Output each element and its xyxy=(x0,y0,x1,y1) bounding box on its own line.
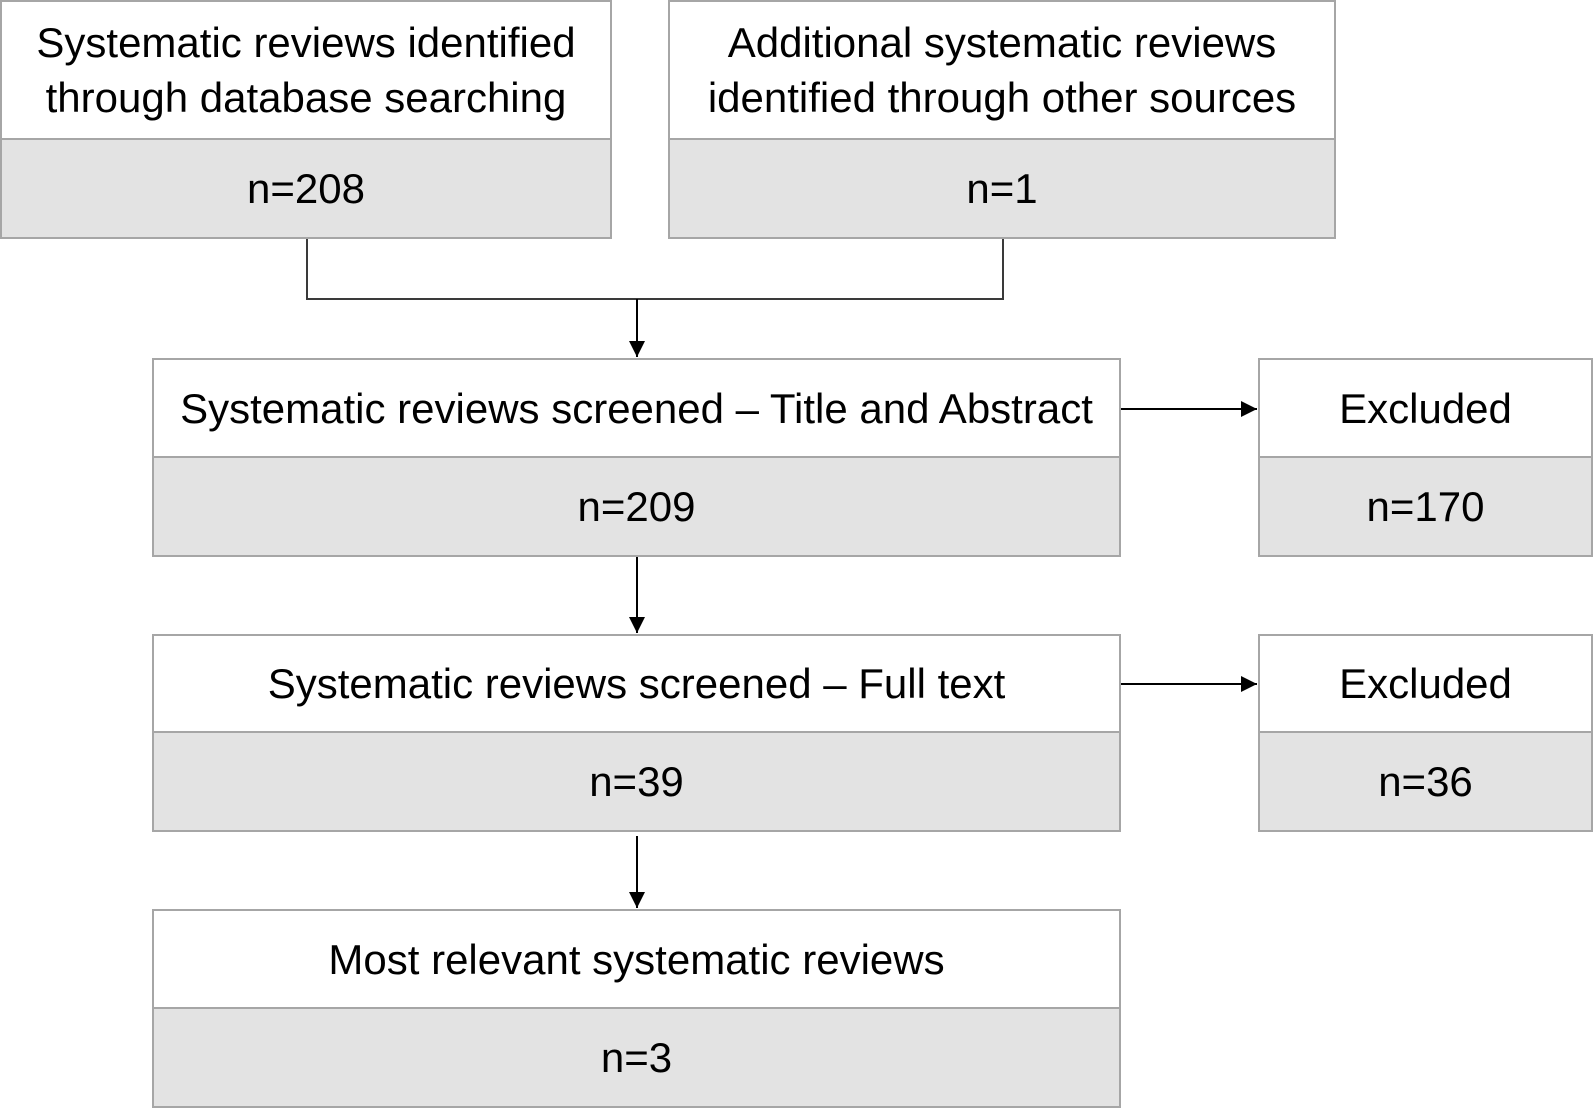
excluded-full-text-label: Excluded xyxy=(1258,634,1593,733)
database-search-label-line2: through database searching xyxy=(45,74,567,121)
database-search-label: Systematic reviews identified through da… xyxy=(0,0,612,140)
other-sources-count: n=1 xyxy=(668,140,1336,239)
screened-full-text-count: n=39 xyxy=(152,733,1121,832)
most-relevant-box: Most relevant systematic reviews n=3 xyxy=(152,909,1121,1108)
other-sources-box: Additional systematic reviews identified… xyxy=(668,0,1336,239)
most-relevant-label: Most relevant systematic reviews xyxy=(152,909,1121,1009)
merge-connector xyxy=(306,239,1004,300)
other-sources-label: Additional systematic reviews identified… xyxy=(668,0,1336,140)
excluded-full-text-count: n=36 xyxy=(1258,733,1593,832)
excluded-title-abstract-count: n=170 xyxy=(1258,458,1593,557)
most-relevant-count: n=3 xyxy=(152,1009,1121,1108)
excluded-title-abstract-box: Excluded n=170 xyxy=(1258,358,1593,557)
excluded-title-abstract-label: Excluded xyxy=(1258,358,1593,458)
screened-title-abstract-count: n=209 xyxy=(152,458,1121,557)
screened-full-text-label: Systematic reviews screened – Full text xyxy=(152,634,1121,733)
screened-title-abstract-label: Systematic reviews screened – Title and … xyxy=(152,358,1121,458)
database-search-count: n=208 xyxy=(0,140,612,239)
screened-title-abstract-box: Systematic reviews screened – Title and … xyxy=(152,358,1121,557)
other-sources-label-line1: Additional systematic reviews xyxy=(727,19,1277,66)
excluded-full-text-box: Excluded n=36 xyxy=(1258,634,1593,832)
database-search-label-line1: Systematic reviews identified xyxy=(36,19,576,66)
database-search-box: Systematic reviews identified through da… xyxy=(0,0,612,239)
screened-full-text-box: Systematic reviews screened – Full text … xyxy=(152,634,1121,832)
other-sources-label-line2: identified through other sources xyxy=(707,74,1297,121)
